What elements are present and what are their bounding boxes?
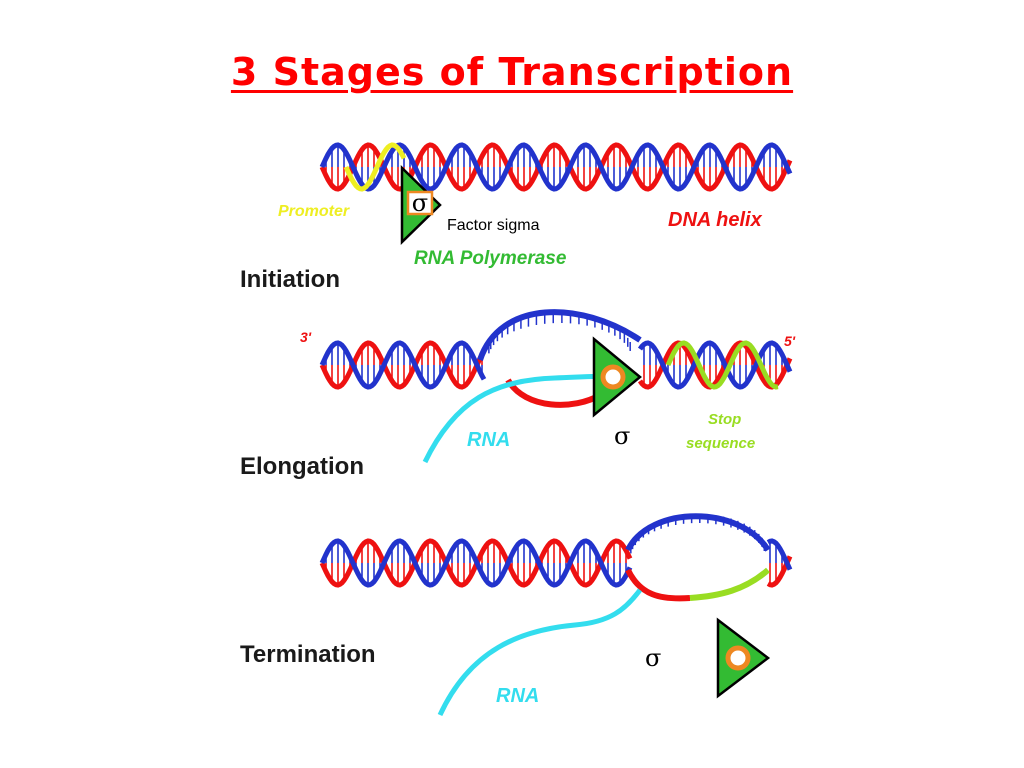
elongation-blue-strand [319,340,793,390]
promoter-label: Promoter [278,203,350,220]
bubble-bottom-strand [505,378,602,408]
elongation-red-strand [319,340,793,390]
termination-bubble-ticks [630,514,766,554]
sigma-symbol: σ [412,189,428,217]
termination-helix-rungs [325,541,789,585]
elongation-sigma-symbol: σ [614,422,630,450]
dna-helix-label: DNA helix [668,209,763,231]
termination-bubble-bottom [625,568,691,602]
slide-title: 3 Stages of Transcription [230,50,794,94]
rna-polymerase-label: RNA Polymerase [414,248,567,269]
bubble-ticks [488,314,631,354]
termination-stop-segment [689,567,770,601]
initiation-blue-strand [319,142,793,192]
stop-sequence-region [665,340,779,390]
termination-panel: σ RNA Termination [240,513,793,717]
initiation-stage-label: Initiation [240,266,340,293]
rna-polymerase-icon: σ [400,165,442,245]
stop-label-line1: Stop [708,411,741,428]
five-prime-label: 5' [784,333,796,349]
elongation-rna-strand [422,373,611,464]
termination-rna-strand [437,588,642,717]
elongation-polymerase-icon [592,336,642,418]
termination-blue-strand [319,538,793,588]
three-prime-label: 3' [300,329,312,345]
initiation-dna-helix [319,142,793,192]
initiation-panel: σ Promoter Factor sigma DNA helix RNA Po… [240,142,793,293]
factor-sigma-label: Factor sigma [447,217,540,234]
elongation-stage-label: Elongation [240,453,364,480]
termination-polymerase-icon [716,617,771,699]
termination-sigma-symbol: σ [645,644,661,672]
elongation-dna-helix [319,309,793,408]
polymerase-core [725,645,751,671]
bubble-top-strand [477,309,642,361]
promoter-region [343,142,407,192]
stop-label-line2: sequence [686,435,755,452]
initiation-red-strand [319,142,793,192]
sigma-box [406,190,434,216]
termination-dna-helix [319,513,793,602]
polymerase-core [600,364,626,390]
elongation-rna-label: RNA [467,429,510,451]
elongation-panel: 3' 5' RNA σ Stop sequence Elongation [240,309,796,480]
termination-rna-label: RNA [496,685,539,707]
termination-stage-label: Termination [240,641,376,668]
